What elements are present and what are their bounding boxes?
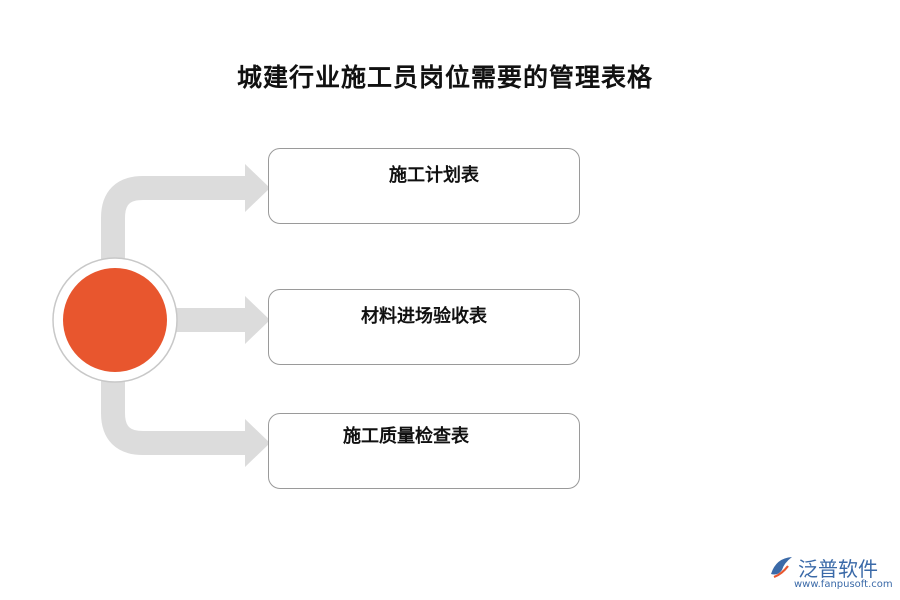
arrow-to-item-3 [101,375,247,455]
arrow-head-3 [245,419,270,467]
item-label-3: 施工质量检查表 [343,426,469,447]
logo-mark-icon [771,557,792,579]
brand-logo: 泛普软件 www.fanpusoft.com [768,552,893,592]
item-label-1: 施工计划表 [389,165,479,186]
arrow-head-2 [245,296,270,344]
item-box-1: 施工计划表 [268,148,580,224]
arrow-head-1 [245,164,270,212]
item-box-3: 施工质量检查表 [268,413,580,489]
page-title: 城建行业施工员岗位需要的管理表格 [236,63,653,92]
item-box-2: 材料进场验收表 [268,289,580,365]
logo-name: 泛普软件 [798,557,878,581]
item-label-2: 材料进场验收表 [361,306,487,327]
hub-circle [63,268,167,372]
arrow-to-item-1 [101,176,247,265]
logo-url: www.fanpusoft.com [794,579,893,590]
